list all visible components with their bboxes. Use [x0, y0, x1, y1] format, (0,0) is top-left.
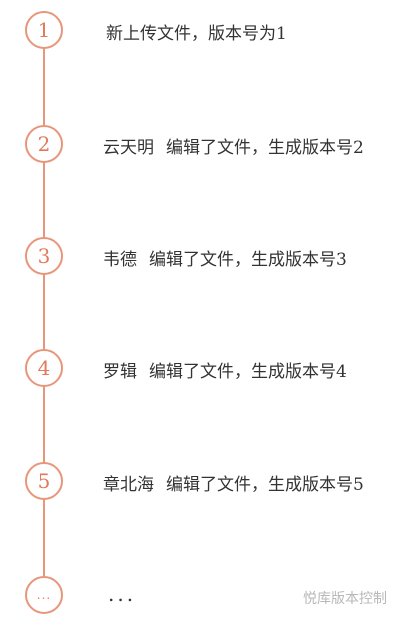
timeline-step-2: 2 云天明编辑了文件，生成版本号2 [0, 125, 417, 163]
timeline-step-1: 1 新上传文件，版本号为1 [0, 11, 417, 49]
timeline-step-3: 3 韦德编辑了文件，生成版本号3 [0, 237, 417, 275]
step-description-3: 韦德编辑了文件，生成版本号3 [103, 245, 347, 270]
step-number-3: 3 [25, 237, 63, 275]
step-actor-5: 章北海 [103, 475, 154, 495]
step-description-2: 云天明编辑了文件，生成版本号2 [103, 133, 364, 158]
step-number-5: 5 [25, 462, 63, 500]
step-actor-3: 韦德 [103, 250, 137, 270]
step-description-1: 新上传文件，版本号为1 [106, 19, 287, 44]
step-text-4: 编辑了文件，生成版本号4 [149, 362, 347, 382]
step-number-1: 1 [25, 11, 63, 49]
step-text-5: 编辑了文件，生成版本号5 [166, 475, 364, 495]
step-number-2: 2 [25, 125, 63, 163]
watermark: 悦库版本控制 [303, 591, 387, 607]
step-text-2: 编辑了文件，生成版本号2 [166, 138, 364, 158]
step-ellipsis: ... [108, 582, 137, 606]
timeline-step-more: ... ... [0, 576, 417, 614]
step-actor-2: 云天明 [103, 138, 154, 158]
step-number-4: 4 [25, 349, 63, 387]
timeline-line [43, 48, 45, 576]
step-text-3: 编辑了文件，生成版本号3 [149, 250, 347, 270]
step-description-5: 章北海编辑了文件，生成版本号5 [103, 470, 364, 495]
step-actor-4: 罗辑 [103, 362, 137, 382]
step-description-4: 罗辑编辑了文件，生成版本号4 [103, 357, 347, 382]
step-text-1: 新上传文件，版本号为1 [106, 24, 287, 44]
timeline-step-4: 4 罗辑编辑了文件，生成版本号4 [0, 349, 417, 387]
timeline-step-5: 5 章北海编辑了文件，生成版本号5 [0, 462, 417, 500]
step-number-more: ... [25, 576, 63, 614]
